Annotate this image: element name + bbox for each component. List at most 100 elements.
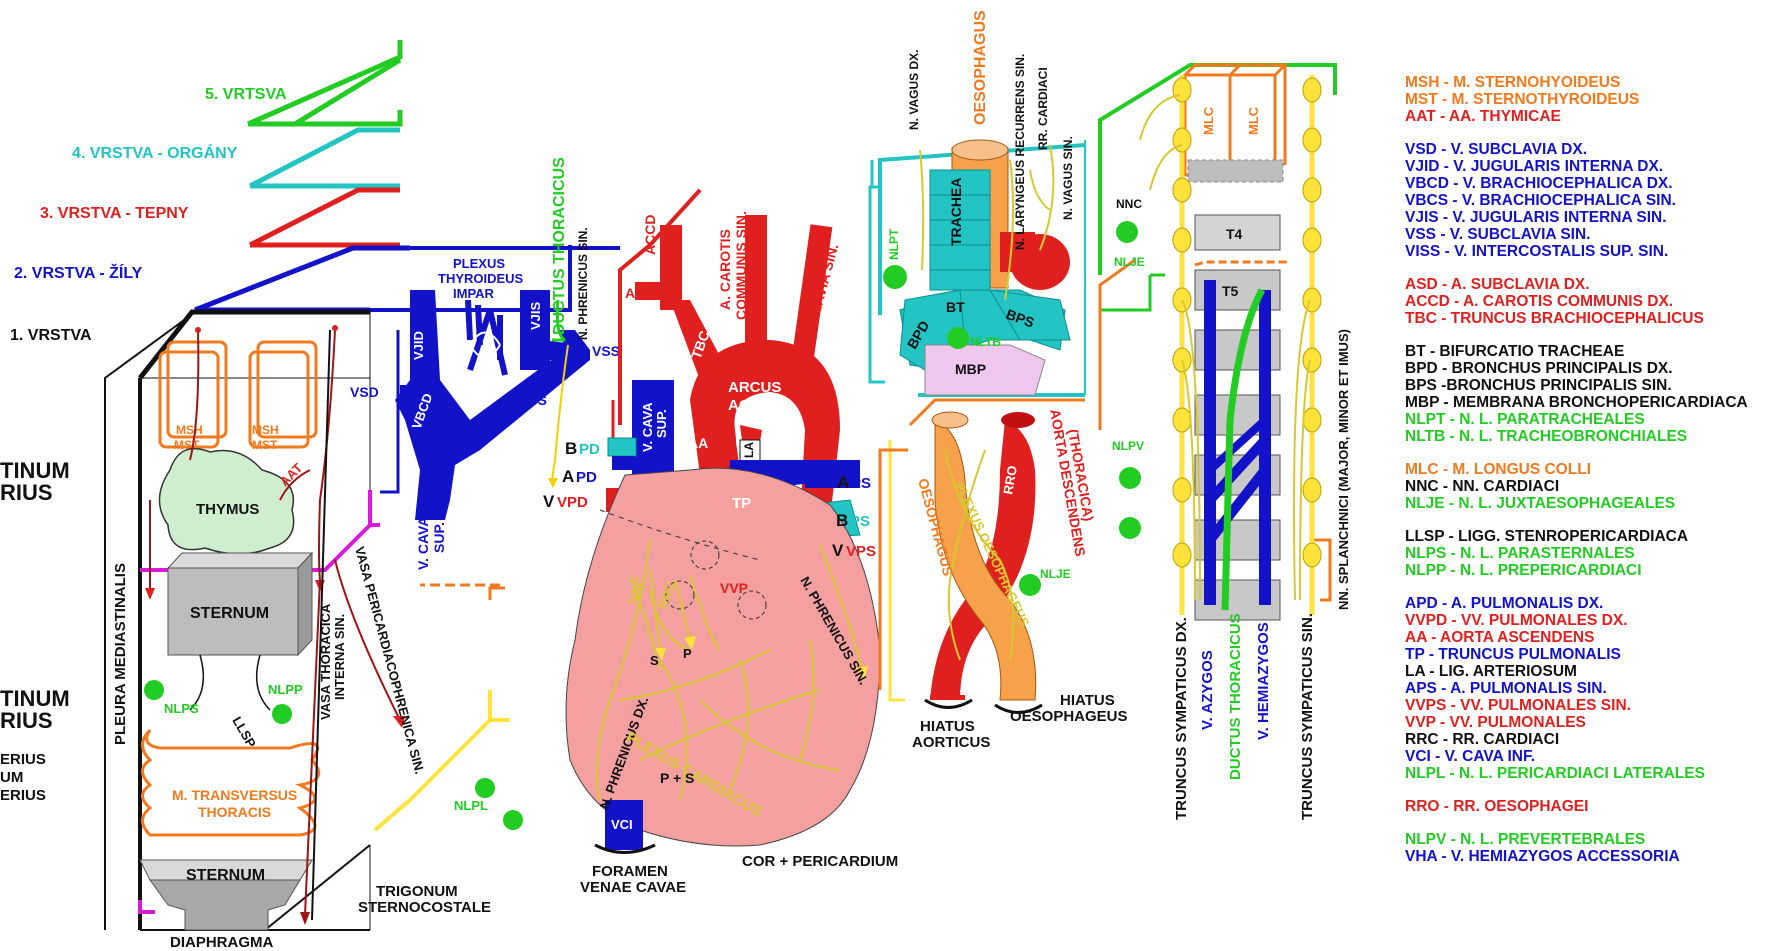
m-transversus-label-2: THORACIS <box>198 804 271 820</box>
v-cava-sup-label-1: V. CAVA <box>415 517 431 570</box>
nn-splanchnici-label: NN. SPLANCHNICI (MAJOR, MINOR ET IMUS) <box>1336 329 1351 610</box>
legend-entry: ACCD - A. CAROTIS COMMUNIS DX. <box>1405 293 1765 310</box>
legend-entry: LA - LIG. ARTERIOSUM <box>1405 663 1765 680</box>
vci-label: VCI <box>611 817 633 832</box>
aps-label-sub: PS <box>851 475 871 492</box>
vvpd-label-sub: VPD <box>557 494 588 511</box>
mediastinum-cut-label-1: ERIUS <box>0 751 46 768</box>
trigonum-label-2: STERNOCOSTALE <box>358 899 491 916</box>
bpd-label-sub: PD <box>579 441 600 458</box>
legend-entry: NLPP - N. L. PREPERICARDIACI <box>1405 562 1765 579</box>
legend-entry: NLJE - N. L. JUXTAESOPHAGEALES <box>1405 495 1765 512</box>
diaphragma-label: DIAPHRAGMA <box>170 934 273 951</box>
s-label: S <box>650 653 659 668</box>
legend-entry: TBC - TRUNCUS BRACHIOCEPHALICUS <box>1405 310 1765 327</box>
legend-group: ASD - A. SUBCLAVIA DX.ACCD - A. CAROTIS … <box>1405 276 1765 327</box>
vvpd-label-v: V <box>543 492 555 511</box>
sternum-label-1: STERNUM <box>190 605 269 622</box>
cor-label: COR + PERICARDIUM <box>742 853 898 870</box>
legend-group: RRO - RR. OESOPHAGEI <box>1405 798 1765 815</box>
nnc-posterior-label: NNC <box>1116 197 1142 211</box>
legend-entry: VHA - V. HEMIAZYGOS ACCESSORIA <box>1405 848 1765 865</box>
legend-group: BT - BIFURCATIO TRACHEAEBPD - BRONCHUS P… <box>1405 343 1765 445</box>
ductus-thoracicus-posterior-label: DUCTUS THORACICUS <box>1227 613 1244 780</box>
vjis-label: VJIS <box>528 301 543 330</box>
trachea-label: TRACHEA <box>948 178 964 246</box>
v-cava-heart-label-1: V. CAVA <box>640 402 655 452</box>
ps-label: P + S <box>660 770 694 786</box>
hiatus-aorticus-label-2: AORTICUS <box>912 734 990 751</box>
v-cava-sup-label-2: SUP. <box>431 522 447 553</box>
nlps-label: NLPS <box>164 701 199 716</box>
legend-entry: RRO - RR. OESOPHAGEI <box>1405 798 1765 815</box>
plexus-thyroideus-label-1: PLEXUS <box>453 256 505 271</box>
p-label: P <box>683 646 692 661</box>
legend-entry: VCI - V. CAVA INF. <box>1405 748 1765 765</box>
sternum-lower <box>150 880 300 930</box>
legend-entry: NNC - NN. CARDIACI <box>1405 478 1765 495</box>
bps-label-b: B <box>836 511 848 530</box>
legend-entry: AAT - AA. THYMICAE <box>1405 108 1765 125</box>
legend-entry: ASD - A. SUBCLAVIA DX. <box>1405 276 1765 293</box>
mbp-label: MBP <box>955 361 986 377</box>
mst-label-2: MST <box>252 438 278 452</box>
legend-entry: NLPV - N. L. PREVERTEBRALES <box>1405 831 1765 848</box>
aa-label: AA <box>688 435 708 451</box>
sternohyoid-muscle-left: MSH MST <box>160 342 226 452</box>
nlpp-label: NLPP <box>268 682 303 697</box>
vvps-label-v: V <box>832 541 844 560</box>
v-hemiazygos-label: V. HEMIAZYGOS <box>1255 622 1272 740</box>
mlc-label-1: MLC <box>1201 106 1216 135</box>
pleura-mediastinalis-label: PLEURA MEDIASTINALIS <box>112 563 129 745</box>
tp-label: TP <box>732 495 751 512</box>
v-cava-heart-label-2: SUP. <box>654 409 669 438</box>
legend-entry: VVP - VV. PULMONALES <box>1405 714 1765 731</box>
nlpp-node <box>272 704 292 724</box>
msh-label-1: MSH <box>176 423 203 437</box>
hiatus-oesophageus-label-2: OESOPHAGEUS <box>1010 708 1128 725</box>
asd-label: ASD <box>625 285 655 301</box>
v-azygos-label: V. AZYGOS <box>1199 650 1216 730</box>
mediastinum-cut-label-3: ERIUS <box>0 787 46 804</box>
nlpv-node-2 <box>1119 517 1141 539</box>
la-label: LA <box>742 442 756 458</box>
legend-entry: NLPT - N. L. PARATRACHEALES <box>1405 411 1765 428</box>
m-transversus-label-1: M. TRANSVERSUS <box>172 787 297 803</box>
vsd-label: VSD <box>350 384 379 400</box>
legend-entry: VBCD - V. BRACHIOCEPHALICA DX. <box>1405 175 1765 192</box>
acc-sin-label-2: COMMUNIS SIN. <box>733 211 749 320</box>
vasa-pericardiacophrenica-label: VASA PERICARDIACOPHRENICA SIN. <box>352 545 427 776</box>
layer-1-label: 1. VRSTVA <box>10 327 92 344</box>
vvps-label-sub: VPS <box>846 543 876 560</box>
t5-label: T5 <box>1222 283 1239 299</box>
truncus-sympaticus-dx-label: TRUNCUS SYMPATICUS DX. <box>1173 617 1190 820</box>
nlpv-label: NLPV <box>1112 439 1144 453</box>
legend-entry: MST - M. STERNOTHYROIDEUS <box>1405 91 1765 108</box>
legend-entry: TP - TRUNCUS PULMONALIS <box>1405 646 1765 663</box>
nlpl-label: NLPL <box>454 798 488 813</box>
m-longus-colli: MLC MLC <box>1185 65 1285 182</box>
foramen-label-2: VENAE CAVAE <box>580 879 686 896</box>
vasa-thoracica-label-1: VASA THORACICA <box>318 603 333 720</box>
laryngeus-recurrens-label: N. LARYNGEUS RECURRENS SIN. <box>1013 54 1027 250</box>
nlpt-label: NLPT <box>887 228 901 260</box>
layer-3-label: 3. VRSTVA - TEPNY <box>40 205 189 222</box>
vasa-thoracica-label-2: INTERNA SIN. <box>332 614 347 700</box>
legend-entry: VJID - V. JUGULARIS INTERNA DX. <box>1405 158 1765 175</box>
nltb-node <box>947 327 969 349</box>
nlje-aorta-label: NLJE <box>1040 567 1071 581</box>
legend-entry: VSS - V. SUBCLAVIA SIN. <box>1405 226 1765 243</box>
legend-entry: VJIS - V. JUGULARIS INTERNA SIN. <box>1405 209 1765 226</box>
vjid-label: VJID <box>411 331 426 360</box>
oesophagus-top-label: OESOPHAGUS <box>972 10 989 125</box>
plexus-thyroideus-label-2: THYROIDEUS <box>438 271 524 286</box>
nlje-node-aorta <box>1019 574 1041 596</box>
nlje-posterior-label: NLJE <box>1114 255 1145 269</box>
abbreviation-legend: MSH - M. STERNOHYOIDEUSMST - M. STERNOTH… <box>1405 74 1765 881</box>
accd-label: ACCD <box>642 215 658 255</box>
mediastinum-cut-label-2: UM <box>0 769 23 786</box>
llsp-label: LLSP <box>229 714 259 751</box>
nlpl-node-1 <box>475 778 495 798</box>
t4-label: T4 <box>1226 226 1243 242</box>
